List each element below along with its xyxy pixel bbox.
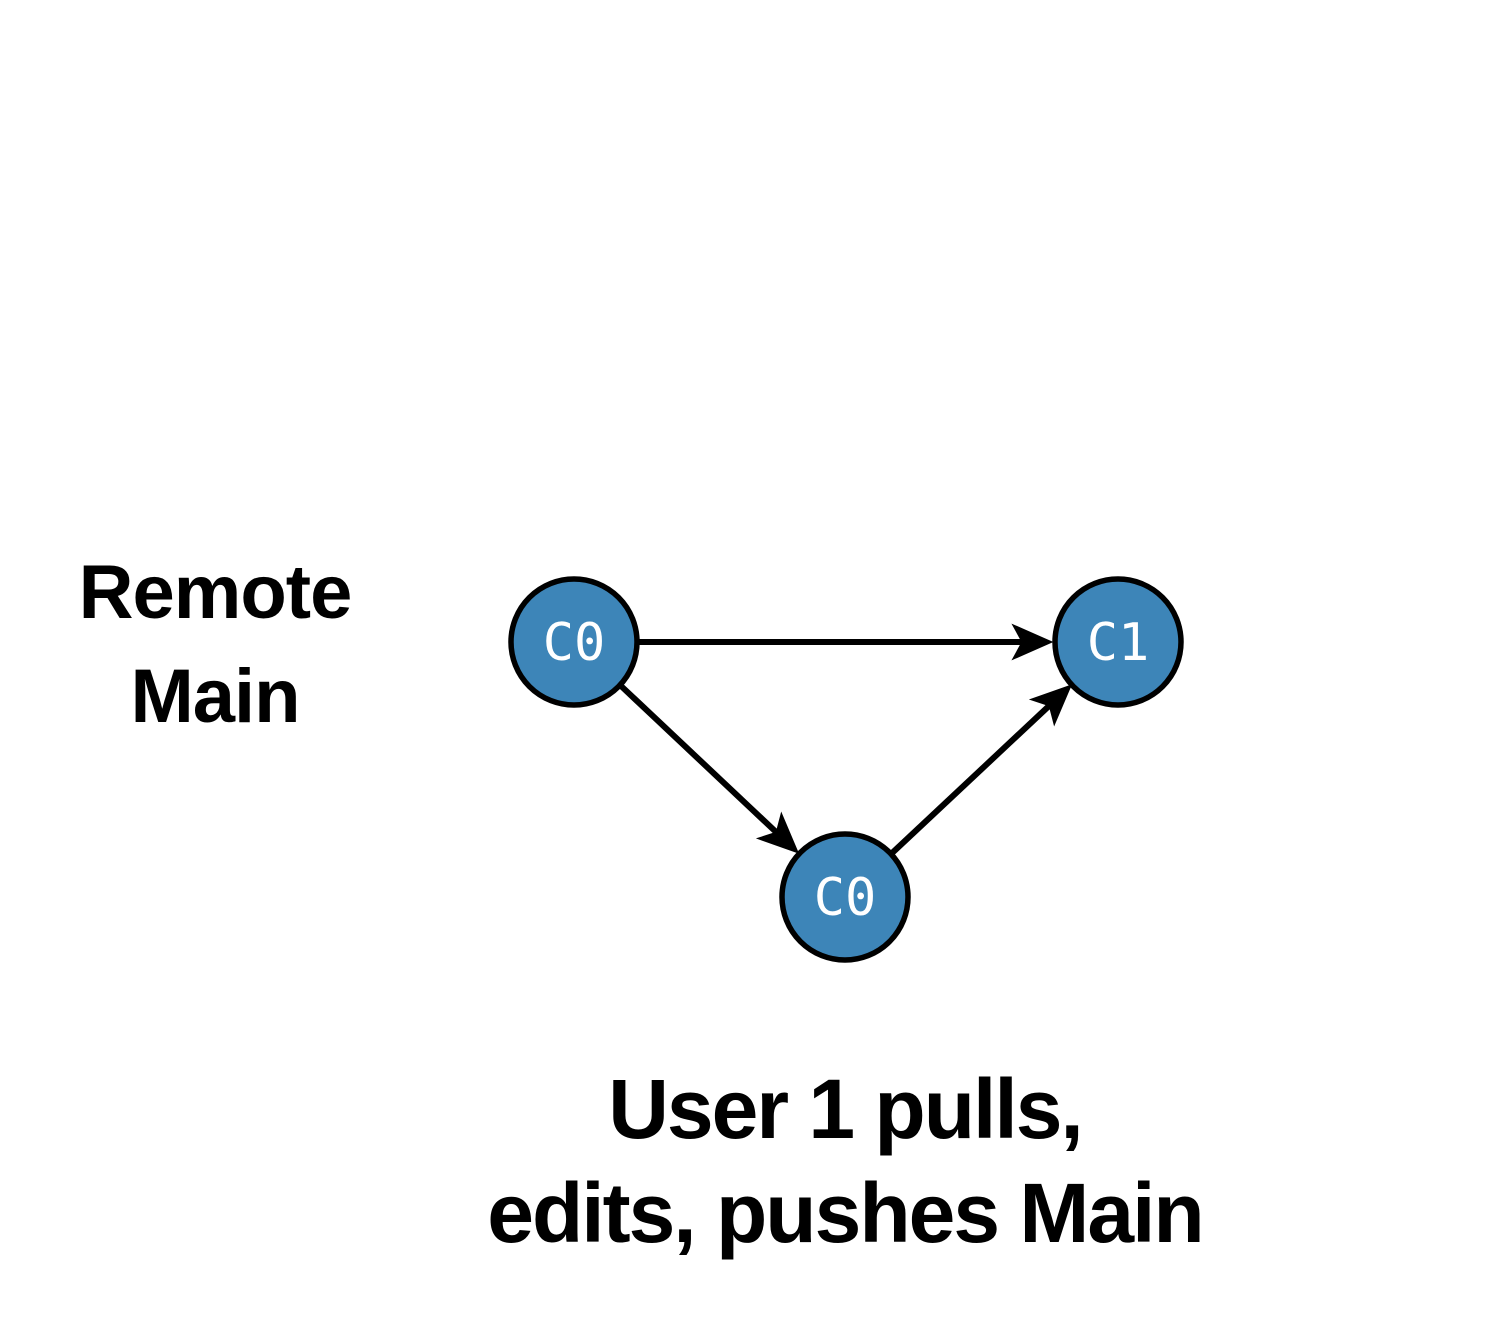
commit-node-remote-c0: C0: [508, 576, 640, 708]
side-label-line1: Remote: [79, 550, 352, 635]
commit-circle: [508, 576, 640, 708]
commit-node-remote-c1: C1: [1052, 576, 1184, 708]
commit-label: C0: [543, 613, 606, 673]
edge-local-c0-to-c1: [888, 684, 1073, 857]
commit-label: C0: [814, 868, 877, 928]
commit-circle: [1052, 576, 1184, 708]
caption-line1: User 1 pulls,: [608, 1062, 1082, 1156]
caption: User 1 pulls, edits, pushes Main: [487, 1062, 1205, 1260]
side-label-line2: Main: [130, 654, 299, 739]
commit-circle: [779, 831, 911, 963]
commit-node-local-c0: C0: [779, 831, 911, 963]
commit-label: C1: [1087, 613, 1150, 673]
side-label: Remote Main: [79, 550, 353, 739]
edge-remote-c0-to-local-c0: [617, 682, 800, 854]
caption-line2: edits, pushes Main: [487, 1166, 1203, 1260]
